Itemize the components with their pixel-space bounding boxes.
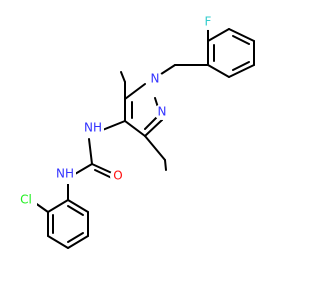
bond <box>124 83 146 100</box>
amine-label: NH <box>56 167 74 181</box>
chlorine-label: Cl <box>20 193 32 207</box>
nitrogen-label: N <box>151 72 160 86</box>
bond <box>144 119 163 137</box>
bond <box>67 205 84 216</box>
chlorophenyl-ring <box>47 199 89 249</box>
nitrogen-label: N <box>158 105 167 119</box>
bond <box>228 28 255 42</box>
bond <box>124 120 146 137</box>
bond <box>207 64 230 78</box>
bond <box>228 64 255 78</box>
fluorine-label: F <box>205 15 212 29</box>
atom-label-n1: N <box>147 71 163 87</box>
fluorophenyl-ring <box>207 28 255 78</box>
atom-label-n2: N <box>154 104 170 120</box>
bond <box>67 232 84 243</box>
amine-label: NH <box>84 121 102 135</box>
bond <box>47 235 69 249</box>
bond <box>144 135 166 161</box>
bond <box>207 28 230 42</box>
oxygen-label: O <box>113 169 122 183</box>
bond <box>88 138 93 165</box>
bond <box>67 199 89 213</box>
molecule-diagram: F N N NH NH O Cl <box>15 14 255 249</box>
atom-label-cl: Cl <box>15 190 37 210</box>
atom-label-f: F <box>200 14 216 30</box>
bond <box>47 199 69 213</box>
bond <box>232 61 250 71</box>
atom-label-o: O <box>110 168 126 184</box>
bond <box>144 116 158 130</box>
pyrazole-ring <box>124 83 163 137</box>
atom-label-nh-top: NH <box>82 118 104 138</box>
bond <box>74 163 93 175</box>
bond <box>164 159 167 171</box>
bond <box>99 120 126 132</box>
atom-label-nh-bottom: NH <box>54 164 76 184</box>
bond <box>67 235 89 249</box>
bond <box>232 35 250 45</box>
bond <box>91 163 115 175</box>
bond <box>120 71 126 83</box>
molecule-structure: F N N NH NH O Cl <box>15 14 255 249</box>
